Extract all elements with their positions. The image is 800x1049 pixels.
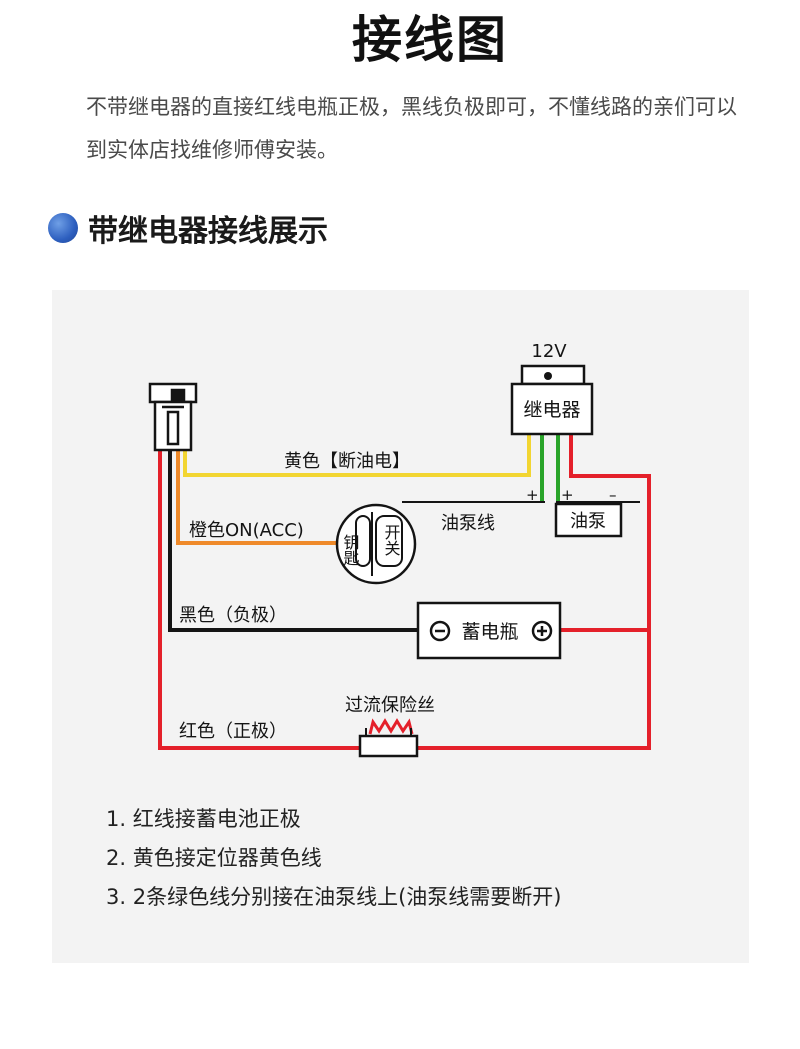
wiring-diagram: 12V 继电器 黄色【断油电】 + + – 油泵线 油泵 橙色ON(ACC) 钥… xyxy=(148,341,651,758)
list-item: 3. 2条绿色线分别接在油泵线上(油泵线需要断开) xyxy=(106,885,562,909)
red-wire xyxy=(158,450,360,750)
relay-label: 继电器 xyxy=(523,399,580,421)
page-title-text: 接线图 xyxy=(352,11,508,69)
key-switch-label-left: 钥匙 xyxy=(341,534,360,566)
key-switch-icon xyxy=(335,503,417,585)
pump-minus-sign: – xyxy=(609,486,617,504)
wiring-diagram-panel: 12V 继电器 黄色【断油电】 + + – 油泵线 油泵 橙色ON(ACC) 钥… xyxy=(52,290,749,963)
red-wire-label: 红色（正极） xyxy=(179,721,287,742)
list-item: 1. 红线接蓄电池正极 xyxy=(106,807,301,831)
pump-line-label: 油泵线 xyxy=(441,513,495,534)
wiring-notes-list: 1. 红线接蓄电池正极 2. 黄色接定位器黄色线 3. 2条绿色线分别接在油泵线… xyxy=(106,800,561,917)
pump-plus-sign: + xyxy=(526,486,539,504)
relay-box xyxy=(510,364,594,436)
section-title: 带继电器接线展示 xyxy=(88,214,328,249)
yellow-wire-label: 黄色【断油电】 xyxy=(284,451,410,472)
voltage-label: 12V xyxy=(531,341,567,362)
black-wire-label: 黑色（负极） xyxy=(179,605,287,626)
fuse-label: 过流保险丝 xyxy=(345,695,435,716)
orange-wire-label: 橙色ON(ACC) xyxy=(189,520,304,541)
wire-connector-icon xyxy=(148,382,198,452)
key-switch-label-right: 开关 xyxy=(382,524,401,556)
battery-label: 蓄电瓶 xyxy=(461,621,518,643)
page-title: 接线图 xyxy=(266,0,594,72)
section-heading: 带继电器接线展示 xyxy=(48,206,328,250)
relay-terminal-dot xyxy=(544,372,552,380)
list-item: 2. 黄色接定位器黄色线 xyxy=(106,846,322,870)
orange-wire xyxy=(176,450,339,545)
pump-label: 油泵 xyxy=(570,511,606,532)
fuse-icon xyxy=(358,718,419,758)
red-wire-right xyxy=(417,432,651,750)
battery-minus-icon xyxy=(429,620,451,642)
pump-plus-sign-2: + xyxy=(561,486,574,504)
battery-plus-icon xyxy=(531,620,553,642)
pump-box xyxy=(554,502,623,538)
black-wire xyxy=(168,450,418,632)
yellow-wire xyxy=(183,432,531,477)
intro-text: 不带继电器的直接红线电瓶正极，黑线负极即可，不懂线路的亲们可以到实体店找维修师傅… xyxy=(86,95,737,162)
bullet-dot-icon xyxy=(48,213,78,243)
